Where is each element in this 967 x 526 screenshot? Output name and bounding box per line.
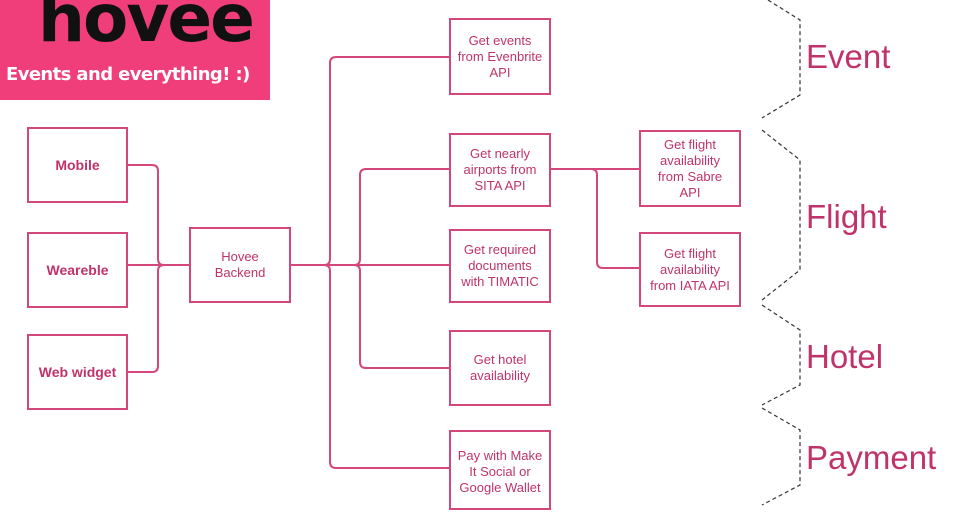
category-hotel: Hotel xyxy=(806,338,884,375)
logo-title: hovee xyxy=(38,0,255,57)
brace-event xyxy=(761,0,801,119)
client-web-widget: Web widget xyxy=(27,334,128,410)
service-documents: Get required documents with TIMATIC xyxy=(449,229,551,303)
logo-tagline: Events and everything! :) xyxy=(6,64,250,85)
category-payment: Payment xyxy=(806,439,937,476)
connector-backend-events xyxy=(290,56,450,266)
connector-backend-hotel xyxy=(290,264,450,369)
service-airports: Get nearly airports from SITA API xyxy=(449,133,551,207)
brace-hotel xyxy=(761,304,801,406)
connector-backend-airports xyxy=(290,168,450,266)
connector-webwidget-backend xyxy=(128,264,190,373)
provider-iata: Get flight availability from IATA API xyxy=(639,232,741,307)
service-hotel: Get hotel availability xyxy=(449,330,551,406)
category-event: Event xyxy=(806,38,891,75)
category-flight: Flight xyxy=(806,198,887,235)
brace-payment xyxy=(761,407,801,506)
connector-mobile-backend xyxy=(128,164,190,266)
client-weareble: Weareble xyxy=(27,232,128,308)
service-payment: Pay with Make It Social or Google Wallet xyxy=(449,430,551,510)
brace-flight xyxy=(761,129,801,301)
provider-sabre: Get flight availability from Sabre API xyxy=(639,130,741,207)
client-mobile: Mobile xyxy=(27,127,128,203)
connector-backend-payment xyxy=(290,264,450,469)
hovee-logo: hovee Events and everything! :) xyxy=(0,0,270,100)
connector-airports-iata xyxy=(550,168,640,269)
service-events: Get events from Evenbrite API xyxy=(449,18,551,95)
hovee-backend: Hovee Backend xyxy=(189,227,291,303)
